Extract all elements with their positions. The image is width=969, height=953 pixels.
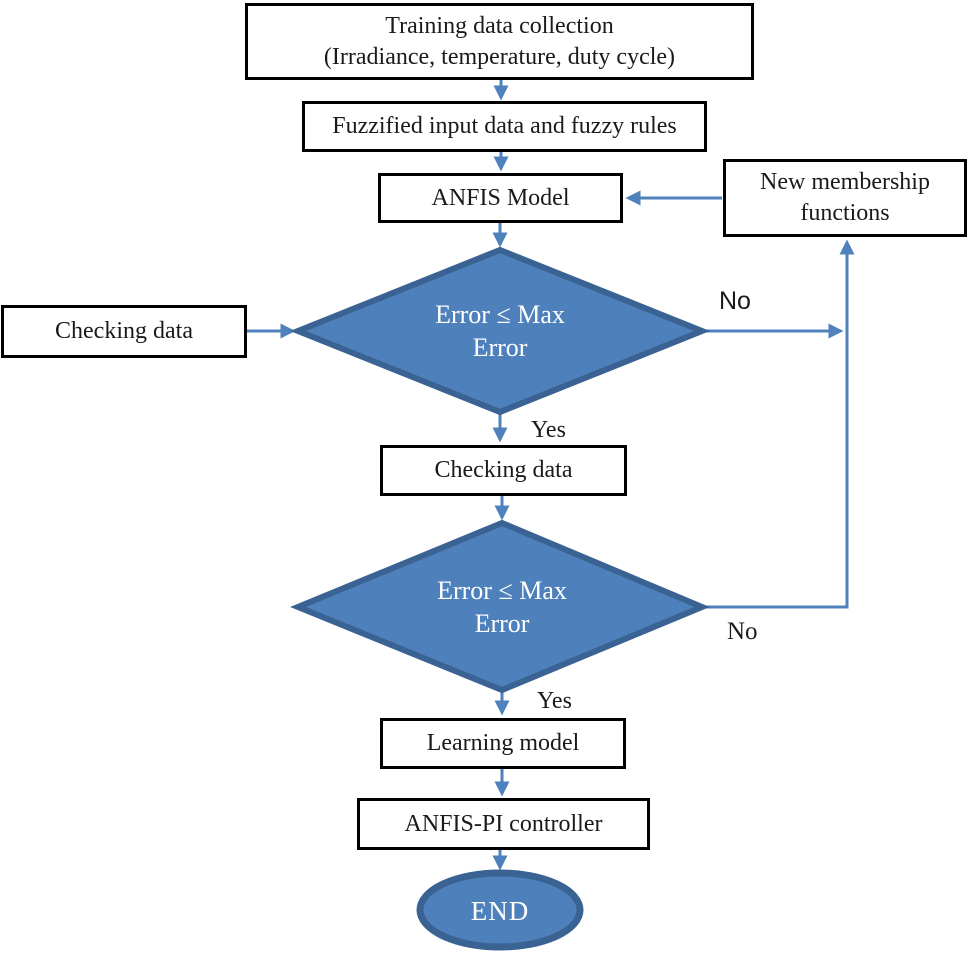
node-anfis-pi-controller: ANFIS-PI controller: [357, 798, 650, 850]
node-anfis-model-label: ANFIS Model: [431, 184, 570, 211]
node-fuzzified: Fuzzified input data and fuzzy rules: [302, 101, 707, 152]
edge-label-decision2-yes: Yes: [537, 688, 572, 714]
decision-2-shape: [290, 519, 710, 694]
node-fuzzified-label: Fuzzified input data and fuzzy rules: [332, 113, 677, 139]
node-learning-model: Learning model: [380, 718, 626, 769]
connector-decision2-no-feedback: [702, 239, 855, 609]
node-checking-data-2-label: Checking data: [434, 457, 573, 483]
node-learning-model-label: Learning model: [426, 730, 580, 756]
node-training-data-line2: (Irradiance, temperature, duty cycle): [323, 43, 676, 70]
node-training-data-line1: Training data collection: [385, 12, 614, 39]
node-new-membership-label: New membership functions: [760, 169, 930, 226]
node-new-membership: New membership functions: [723, 159, 967, 237]
node-checking-data-2: Checking data: [380, 445, 627, 496]
end-shape: [416, 869, 584, 951]
edge-label-decision2-no: No: [727, 618, 758, 645]
edge-label-decision1-no: No: [719, 287, 751, 315]
node-checking-data-input: Checking data: [1, 305, 247, 358]
node-anfis-pi-controller-label: ANFIS-PI controller: [404, 810, 603, 837]
edge-label-decision1-yes: Yes: [531, 417, 566, 443]
node-training-data: Training data collection (Irradiance, te…: [245, 3, 754, 80]
decision-1-shape: [289, 246, 711, 416]
node-checking-data-input-label: Checking data: [55, 318, 193, 344]
node-anfis-model: ANFIS Model: [378, 173, 623, 223]
